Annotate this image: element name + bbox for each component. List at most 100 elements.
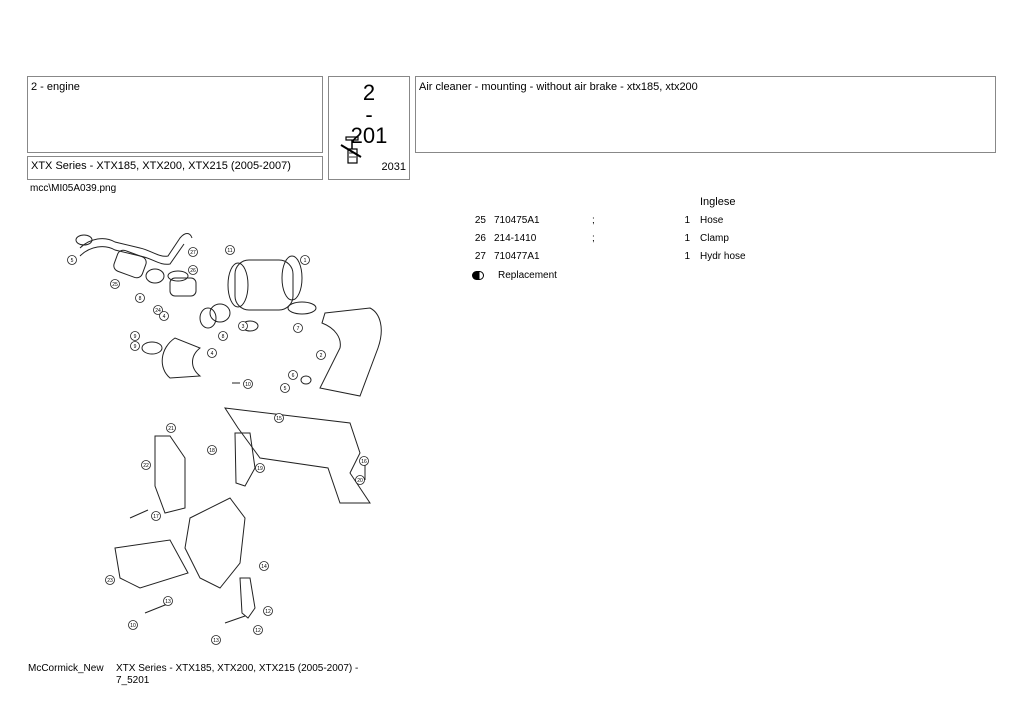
callout-15: 15 [274, 413, 284, 423]
title-box: Air cleaner - mounting - without air bra… [415, 76, 996, 153]
series-box: XTX Series - XTX185, XTX200, XTX215 (200… [27, 156, 323, 180]
svg-text:24: 24 [155, 308, 161, 314]
svg-text:22: 22 [143, 463, 149, 469]
callout-17: 17 [151, 511, 161, 521]
row-separator: ; [592, 215, 595, 226]
callout-8: 8 [218, 331, 228, 341]
row-quantity: 1 [684, 233, 690, 244]
row-position: 25 [474, 215, 486, 226]
callout-9: 9 [130, 341, 140, 351]
svg-text:2: 2 [320, 353, 323, 359]
row-position: 27 [474, 251, 486, 262]
series-title: XTX Series - XTX185, XTX200, XTX215 (200… [31, 160, 291, 172]
svg-text:16: 16 [361, 459, 367, 465]
callout-27: 27 [188, 247, 198, 257]
callout-10: 10 [128, 620, 138, 630]
svg-text:9: 9 [134, 334, 137, 340]
svg-text:18: 18 [209, 448, 215, 454]
row-quantity: 1 [684, 215, 690, 226]
parts-row: 27 710477A1 1 Hydr hose [470, 251, 800, 265]
svg-text:23: 23 [107, 578, 113, 584]
row-part-number: 710477A1 [494, 251, 540, 262]
callout-3: 3 [238, 321, 248, 331]
callout-21: 21 [166, 423, 176, 433]
svg-text:21: 21 [168, 426, 174, 432]
legend-label: Replacement [498, 270, 557, 281]
row-position: 26 [474, 233, 486, 244]
svg-text:6: 6 [292, 373, 295, 379]
callout-16: 16 [359, 456, 369, 466]
callout-22: 22 [141, 460, 151, 470]
svg-text:20: 20 [357, 478, 363, 484]
callout-24: 24 [153, 305, 163, 315]
callout-9: 9 [130, 331, 140, 341]
replacement-icon [472, 271, 484, 280]
row-separator: ; [592, 233, 595, 244]
code-big-line-3: 201 [350, 123, 388, 148]
svg-text:19: 19 [257, 466, 263, 472]
callout-6: 6 [288, 370, 298, 380]
callout-2: 2 [316, 350, 326, 360]
svg-text:8: 8 [139, 296, 142, 302]
callout-8: 8 [135, 293, 145, 303]
svg-text:10: 10 [245, 382, 251, 388]
svg-text:14: 14 [261, 564, 267, 570]
callout-10: 10 [243, 379, 253, 389]
section-title: 2 - engine [31, 81, 80, 93]
svg-text:3: 3 [242, 324, 245, 330]
svg-text:5: 5 [284, 386, 287, 392]
svg-text:1: 1 [304, 258, 307, 264]
code-big-line-1: 2 [362, 80, 376, 105]
callout-12: 12 [253, 625, 263, 635]
svg-text:25: 25 [112, 282, 118, 288]
svg-text:26: 26 [190, 268, 196, 274]
svg-text:9: 9 [134, 344, 137, 350]
svg-text:17: 17 [153, 514, 159, 520]
row-description: Hydr hose [700, 251, 746, 262]
callout-5: 5 [67, 255, 77, 265]
code-big-line-2: - [365, 102, 373, 127]
callout-23: 23 [105, 575, 115, 585]
callout-1: 1 [300, 255, 310, 265]
svg-text:13: 13 [213, 638, 219, 644]
svg-text:15: 15 [276, 416, 282, 422]
svg-text:5: 5 [71, 258, 74, 264]
row-quantity: 1 [684, 251, 690, 262]
footer-title: XTX Series - XTX185, XTX200, XTX215 (200… [116, 663, 359, 686]
callout-4: 4 [159, 311, 169, 321]
callout-26: 26 [188, 265, 198, 275]
callout-12: 12 [263, 606, 273, 616]
callout-13: 13 [211, 635, 221, 645]
tractor-part-icon [340, 136, 362, 164]
code-label: 2031 [381, 161, 406, 173]
callout-19: 19 [255, 463, 265, 473]
svg-text:7: 7 [297, 326, 300, 332]
callout-18: 18 [207, 445, 217, 455]
language-header: Inglese [700, 196, 736, 208]
callout-4: 4 [207, 348, 217, 358]
callout-20: 20 [355, 475, 365, 485]
svg-text:10: 10 [130, 623, 136, 629]
svg-text:11: 11 [227, 248, 232, 254]
code-box: 2 - 201 2031 [328, 76, 410, 180]
page-title: Air cleaner - mounting - without air bra… [419, 81, 698, 93]
image-filename: mcc\MI05A039.png [30, 183, 117, 194]
callout-14: 14 [259, 561, 269, 571]
parts-row: 25 710475A1 ; 1 Hose [470, 215, 800, 229]
row-part-number: 710475A1 [494, 215, 540, 226]
callout-5: 5 [280, 383, 290, 393]
footer-brand: McCormick_New [28, 663, 104, 674]
parts-row: 26 214-1410 ; 1 Clamp [470, 233, 800, 247]
row-part-number: 214-1410 [494, 233, 537, 244]
svg-text:4: 4 [211, 351, 214, 357]
callout-25: 25 [110, 279, 120, 289]
section-box: 2 - engine [27, 76, 323, 153]
svg-text:12: 12 [255, 628, 261, 634]
callout-7: 7 [293, 323, 303, 333]
callout-11: 11 [225, 245, 235, 255]
callout-13: 13 [163, 596, 173, 606]
svg-text:4: 4 [163, 314, 166, 320]
row-description: Hose [700, 215, 724, 226]
svg-text:13: 13 [165, 599, 171, 605]
